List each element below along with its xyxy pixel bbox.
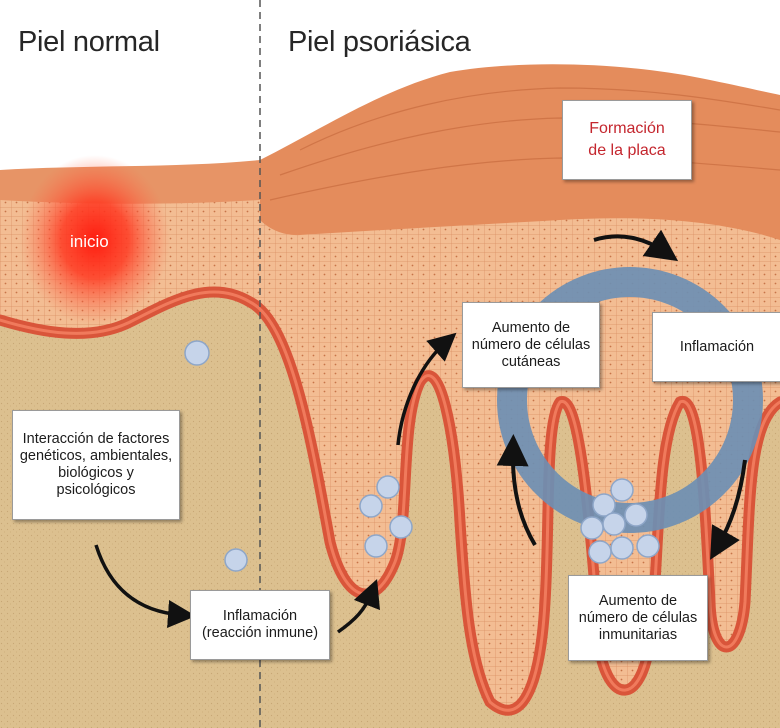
immune-cells-increase-label: Aumento de número de células inmunitaria… <box>568 575 708 661</box>
heading-normal-skin: Piel normal <box>18 26 160 59</box>
inflammation-immune-label: Inflamación (reacción inmune) <box>190 590 330 660</box>
plaque-formation-label: Formación de la placa <box>562 100 692 180</box>
heading-psoriatic-skin: Piel psoriásica <box>288 26 470 59</box>
factors-label: Interacción de factores genéticos, ambie… <box>12 410 180 520</box>
skin-cells-increase-label: Aumento de número de células cutáneas <box>462 302 600 388</box>
inflammation-label: Inflamación <box>652 312 780 382</box>
start-label: inicio <box>70 232 109 252</box>
